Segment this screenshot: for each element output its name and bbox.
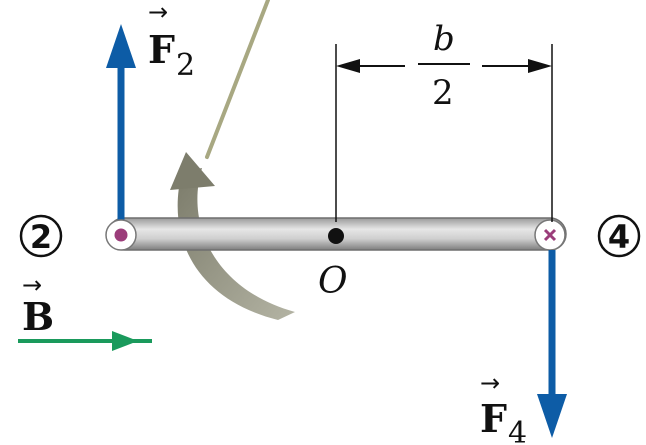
distance-numerator: b [433, 19, 455, 59]
force-4-label: → F 4 [480, 369, 527, 445]
side-4-label: 4 [597, 214, 641, 258]
side-4-number: 4 [608, 218, 630, 256]
force-2-arrow [106, 24, 136, 228]
force-2-subscript: 2 [176, 48, 195, 83]
force-2-vector-mark: → [148, 0, 168, 26]
force-2-symbol: F [148, 27, 175, 72]
force-4-vector-mark: → [480, 369, 500, 397]
current-out-marker [105, 219, 137, 251]
field-symbol: B [22, 294, 54, 339]
side-2-number: 2 [30, 218, 52, 256]
center-label: O [318, 261, 348, 302]
center-point [328, 228, 344, 244]
field-b-arrow [18, 331, 152, 351]
loop-edge-line [205, 0, 270, 159]
dimension-b-over-2: b 2 [335, 19, 553, 222]
force-2-label: → F 2 [148, 0, 195, 83]
force-4-symbol: F [480, 396, 507, 441]
current-in-marker [534, 219, 566, 251]
distance-denominator: 2 [432, 73, 454, 113]
force-4-subscript: 4 [508, 416, 527, 445]
field-b-label: → B [22, 271, 54, 339]
field-vector-mark: → [22, 271, 42, 299]
force-4-arrow [537, 250, 567, 438]
side-2-label: 2 [19, 214, 63, 258]
